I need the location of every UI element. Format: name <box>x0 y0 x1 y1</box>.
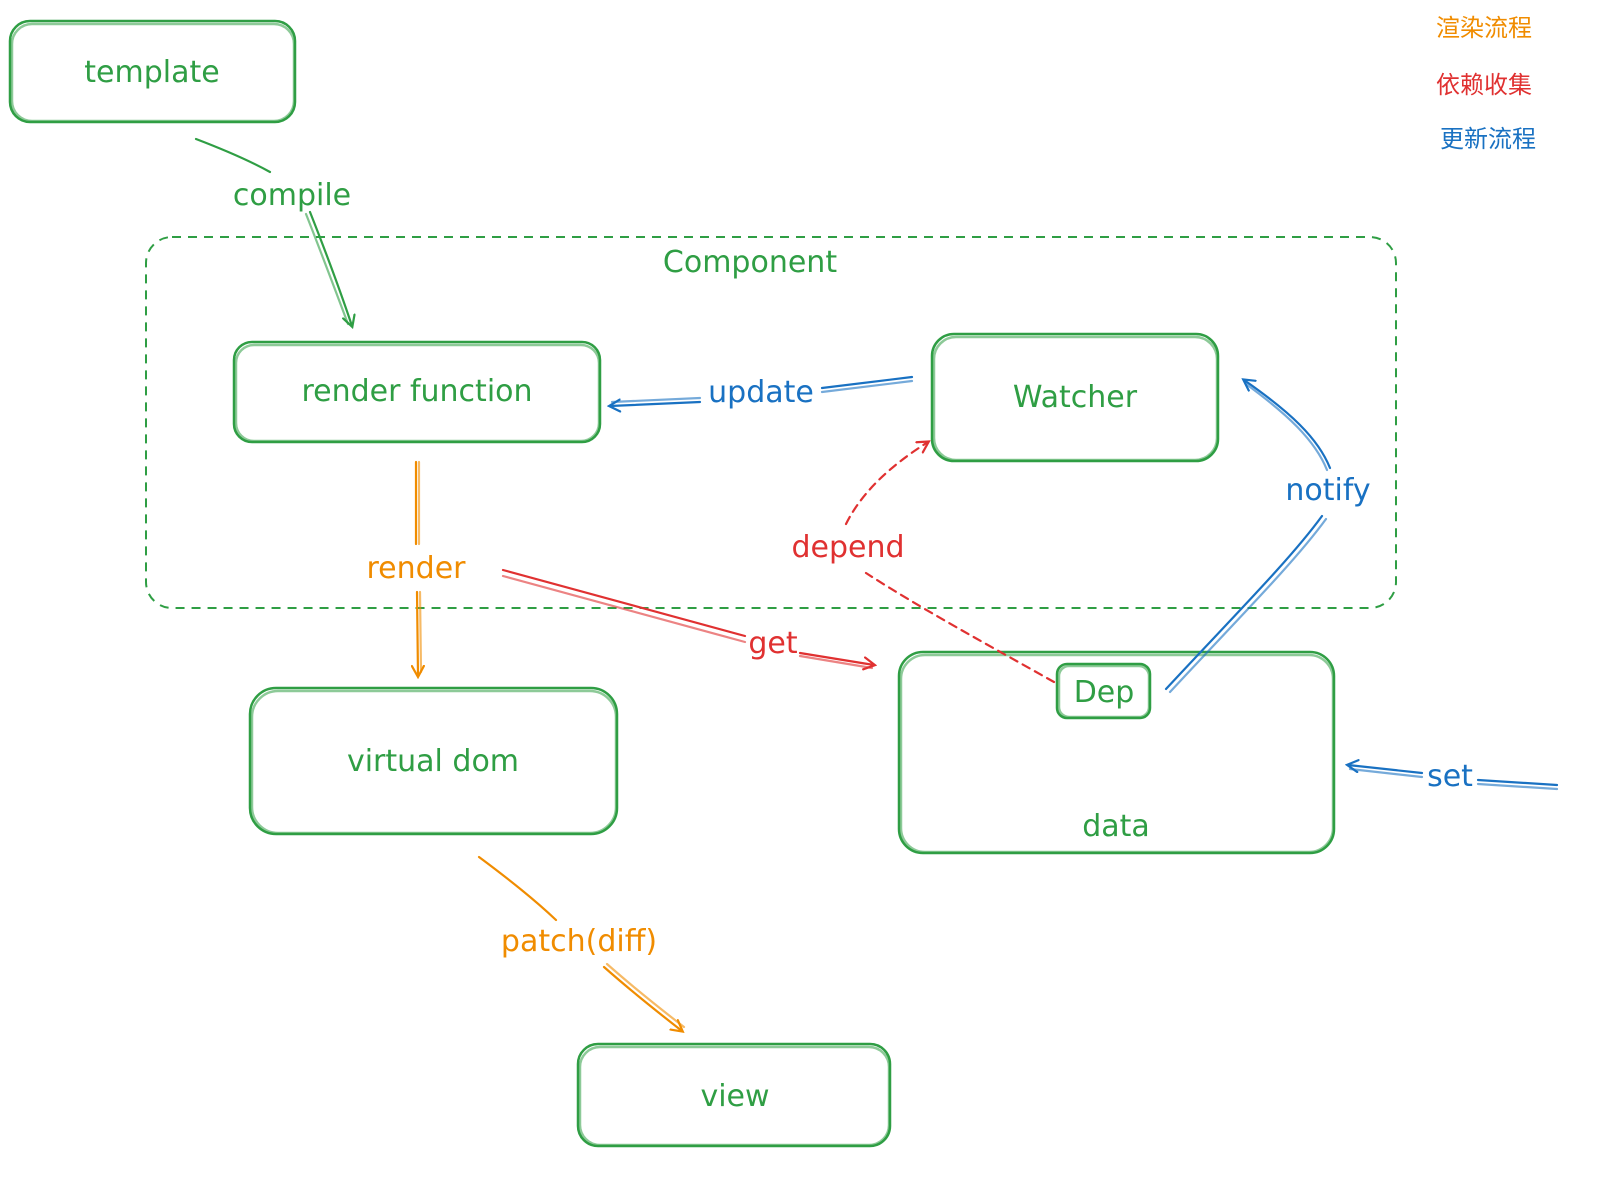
set-label: set <box>1427 759 1473 794</box>
view-node[interactable]: view <box>576 1042 892 1148</box>
set-edge: set <box>1348 759 1559 794</box>
render-function-label: render function <box>301 374 532 409</box>
data-node[interactable]: data <box>897 650 1336 855</box>
virtual-dom-label: virtual dom <box>347 744 519 779</box>
get-label: get <box>748 626 798 661</box>
depend-edge: depend <box>791 442 1056 684</box>
data-label: data <box>1082 809 1150 844</box>
component-container: Component <box>145 236 1397 609</box>
watcher-label: Watcher <box>1013 380 1138 415</box>
legend-render-flow: 渲染流程 <box>1436 14 1532 42</box>
dep-label: Dep <box>1074 675 1135 710</box>
view-label: view <box>700 1079 769 1114</box>
virtual-dom-node[interactable]: virtual dom <box>248 686 619 836</box>
patch-edge: patch(diff) <box>477 855 686 1031</box>
legend: 渲染流程 依赖收集 更新流程 <box>1436 14 1536 153</box>
watcher-node[interactable]: Watcher <box>930 332 1220 463</box>
compile-label: compile <box>233 178 351 213</box>
render-edge: render <box>367 460 467 676</box>
update-label: update <box>708 375 814 410</box>
patch-label: patch(diff) <box>501 924 657 959</box>
legend-update-flow: 更新流程 <box>1440 125 1536 153</box>
depend-label: depend <box>791 530 904 565</box>
compile-edge: compile <box>194 137 352 326</box>
get-edge: get <box>501 568 874 668</box>
template-label: template <box>84 55 219 90</box>
component-label: Component <box>663 245 837 280</box>
notify-label: notify <box>1285 473 1370 508</box>
render-label: render <box>367 551 467 586</box>
render-function-node[interactable]: render function <box>232 340 602 444</box>
dep-node[interactable]: Dep <box>1055 662 1152 720</box>
update-edge: update <box>610 375 914 410</box>
legend-dependency-collection: 依赖收集 <box>1436 71 1532 99</box>
notify-edge: notify <box>1164 380 1371 694</box>
template-node[interactable]: template <box>8 19 297 124</box>
